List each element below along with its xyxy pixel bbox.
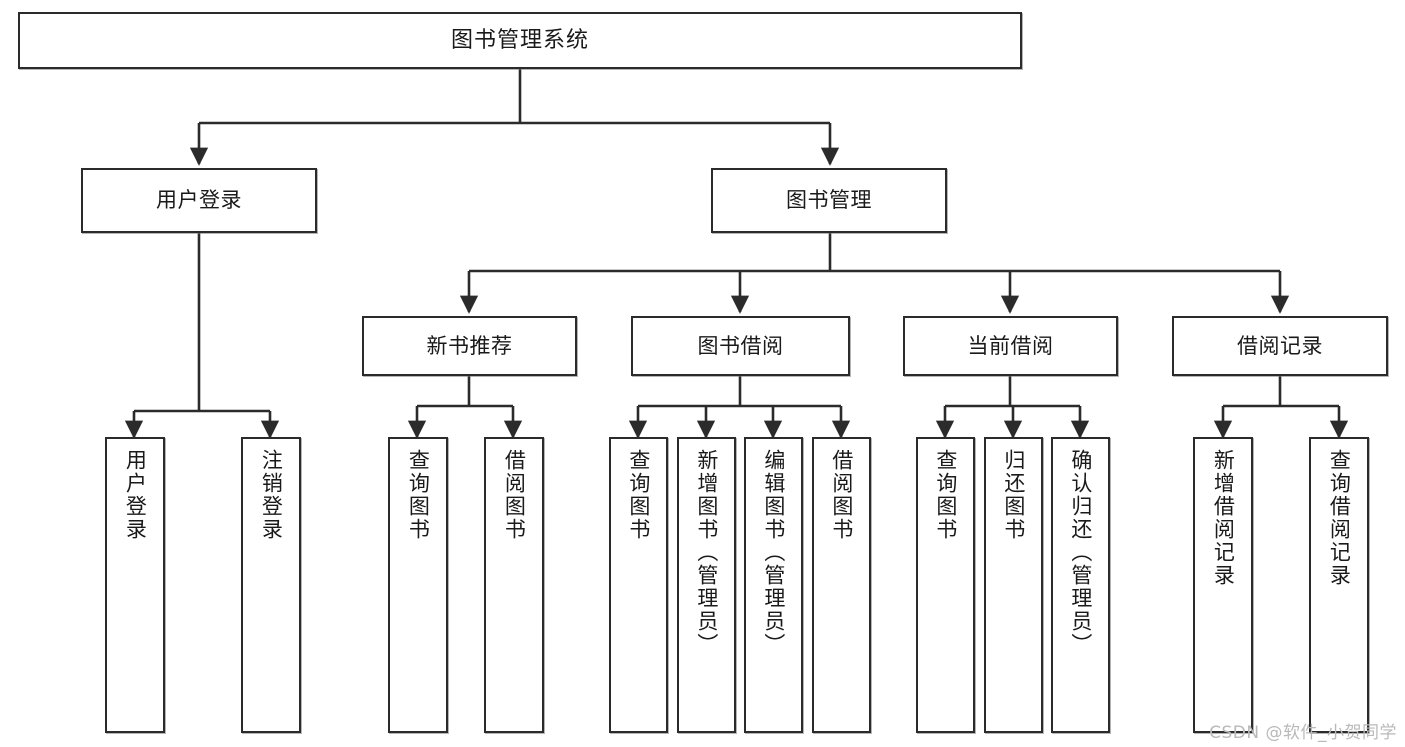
node-borrow-record-label: 借阅记录	[1237, 333, 1323, 358]
leaf-query-borrow-record[interactable]: 查询借阅记录	[1309, 437, 1369, 733]
leaf-edit-book-admin[interactable]: 编辑图书（管理员）	[744, 437, 803, 733]
watermark: CSDN @软件_小贺同学	[1209, 723, 1397, 743]
leaf-new-book-query[interactable]: 查询图书	[388, 437, 448, 733]
leaf-borrow-book[interactable]: 借阅图书	[812, 437, 871, 733]
node-new-book-recommend[interactable]: 新书推荐	[362, 316, 577, 376]
leaf-add-book-admin-label: 新增图书（管理员）	[694, 449, 719, 656]
leaf-confirm-return-admin[interactable]: 确认归还（管理员）	[1051, 437, 1110, 733]
node-book-management-label: 图书管理	[786, 188, 872, 213]
leaf-borrow-query-book-label: 查询图书	[626, 449, 651, 541]
node-book-management[interactable]: 图书管理	[711, 168, 947, 233]
node-current-borrow-label: 当前借阅	[967, 333, 1054, 358]
node-user-login-label: 用户登录	[156, 188, 242, 213]
leaf-new-book-borrow-label: 借阅图书	[502, 449, 527, 541]
leaf-add-borrow-record[interactable]: 新增借阅记录	[1193, 437, 1253, 733]
leaf-return-book[interactable]: 归还图书	[984, 437, 1043, 733]
node-borrow-record[interactable]: 借阅记录	[1172, 316, 1388, 376]
node-new-book-recommend-label: 新书推荐	[426, 333, 513, 358]
leaf-edit-book-admin-label: 编辑图书（管理员）	[761, 449, 786, 656]
leaf-current-query-book-label: 查询图书	[933, 449, 958, 541]
leaf-new-book-query-label: 查询图书	[406, 449, 431, 541]
leaf-add-book-admin[interactable]: 新增图书（管理员）	[677, 437, 736, 733]
node-current-borrow[interactable]: 当前借阅	[903, 316, 1118, 376]
leaf-new-book-borrow[interactable]: 借阅图书	[484, 437, 544, 733]
leaf-borrow-book-label: 借阅图书	[829, 449, 854, 541]
leaf-logout-label: 注销登录	[259, 449, 284, 541]
leaf-user-login-label: 用户登录	[123, 449, 148, 541]
leaf-query-borrow-record-label: 查询借阅记录	[1327, 449, 1352, 587]
leaf-current-query-book[interactable]: 查询图书	[916, 437, 975, 733]
leaf-user-login[interactable]: 用户登录	[105, 437, 165, 733]
node-user-login[interactable]: 用户登录	[81, 168, 317, 233]
node-book-borrow-label: 图书借阅	[697, 333, 784, 358]
node-root[interactable]: 图书管理系统	[18, 12, 1022, 69]
node-book-borrow[interactable]: 图书借阅	[631, 316, 850, 376]
leaf-return-book-label: 归还图书	[1001, 449, 1026, 541]
leaf-confirm-return-admin-label: 确认归还（管理员）	[1068, 449, 1093, 656]
leaf-logout[interactable]: 注销登录	[241, 437, 301, 733]
leaf-borrow-query-book[interactable]: 查询图书	[609, 437, 668, 733]
node-root-label: 图书管理系统	[450, 27, 589, 53]
leaf-add-borrow-record-label: 新增借阅记录	[1211, 449, 1236, 587]
